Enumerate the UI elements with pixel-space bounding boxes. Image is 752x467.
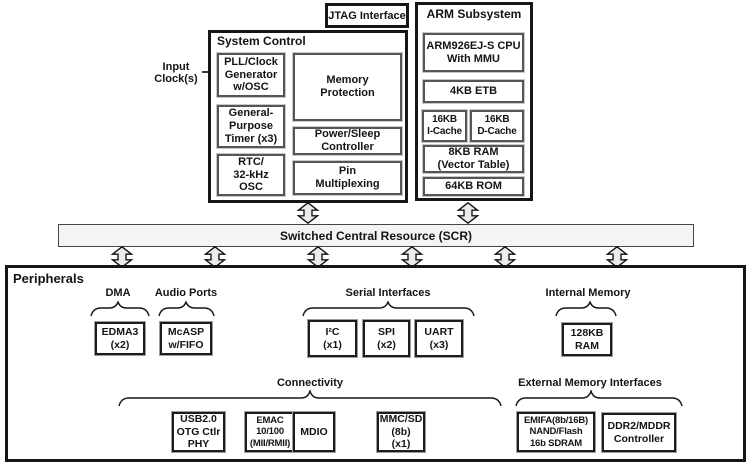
jtag-interface-label: JTAG Interface <box>328 9 406 22</box>
ddr2-mddr-block: DDR2/MDDR Controller <box>602 413 676 452</box>
emac-block: EMAC 10/100 (MII/RMII) <box>245 412 295 452</box>
group-label-connectivity: Connectivity <box>276 377 343 389</box>
arm-subsystem-title: ARM Subsystem <box>426 7 522 21</box>
dcache-block: 16KB D-Cache <box>470 110 524 142</box>
group-label-external-memory: External Memory Interfaces <box>518 377 662 389</box>
peripherals-block: Peripherals DMA Audio Ports Serial Inter… <box>5 265 746 462</box>
brace-bracket-external-memory <box>515 390 683 407</box>
system-control-title: System Control <box>217 34 306 48</box>
arm-cpu-block: ARM926EJ-S CPU With MMU <box>423 33 524 72</box>
group-label-internal-memory: Internal Memory <box>545 287 631 299</box>
switched-central-resource-bar: Switched Central Resource (SCR) <box>58 224 694 247</box>
peripherals-title: Peripherals <box>13 271 84 286</box>
brace-bracket-connectivity <box>118 390 502 407</box>
etb-block: 4KB ETB <box>423 80 524 103</box>
jtag-interface-block: JTAG Interface <box>325 3 409 28</box>
group-label-serial-interfaces: Serial Interfaces <box>345 287 431 299</box>
arm-subsystem-block: ARM Subsystem ARM926EJ-S CPU With MMU 4K… <box>415 2 533 201</box>
general-purpose-timer-block: General- Purpose Timer (x3) <box>217 105 285 148</box>
spi-block: SPI (x2) <box>363 320 410 357</box>
group-label-audio-ports: Audio Ports <box>154 287 218 299</box>
rtc-osc-block: RTC/ 32-kHz OSC <box>217 154 285 196</box>
icache-block: 16KB I-Cache <box>422 110 467 142</box>
mmc-sd-block: MMC/SD (8b) (x1) <box>377 412 425 452</box>
i2c-block: I²C (x1) <box>308 320 357 357</box>
brace-bracket-audio <box>158 301 215 317</box>
scr-label: Switched Central Resource (SCR) <box>279 228 473 243</box>
edma3-block: EDMA3 (x2) <box>95 322 145 355</box>
mcasp-block: McASP w/FIFO <box>160 322 212 355</box>
uart-block: UART (x3) <box>415 320 463 357</box>
bidirectional-arrow-icon <box>297 202 319 224</box>
brace-bracket-dma <box>90 301 150 317</box>
vector-ram-block: 8KB RAM (Vector Table) <box>423 145 524 173</box>
internal-ram-block: 128KB RAM <box>562 323 612 356</box>
bidirectional-arrow-icon <box>457 202 479 224</box>
brace-bracket-serial <box>302 301 475 317</box>
rom-block: 64KB ROM <box>423 177 524 196</box>
input-clocks-label: Input Clock(s) <box>154 61 198 86</box>
mdio-block: MDIO <box>293 412 335 452</box>
power-sleep-controller-block: Power/Sleep Controller <box>293 127 402 155</box>
brace-bracket-internal-memory <box>555 301 617 317</box>
usb-otg-block: USB2.0 OTG Ctlr PHY <box>172 412 225 452</box>
group-label-dma: DMA <box>105 287 131 299</box>
emifa-block: EMIFA(8b/16B) NAND/Flash 16b SDRAM <box>517 412 595 452</box>
pll-clock-generator-block: PLL/Clock Generator w/OSC <box>217 53 285 97</box>
system-control-block: System Control PLL/Clock Generator w/OSC… <box>208 30 408 203</box>
pin-multiplexing-block: Pin Multiplexing <box>293 161 402 195</box>
memory-protection-block: Memory Protection <box>293 53 402 121</box>
